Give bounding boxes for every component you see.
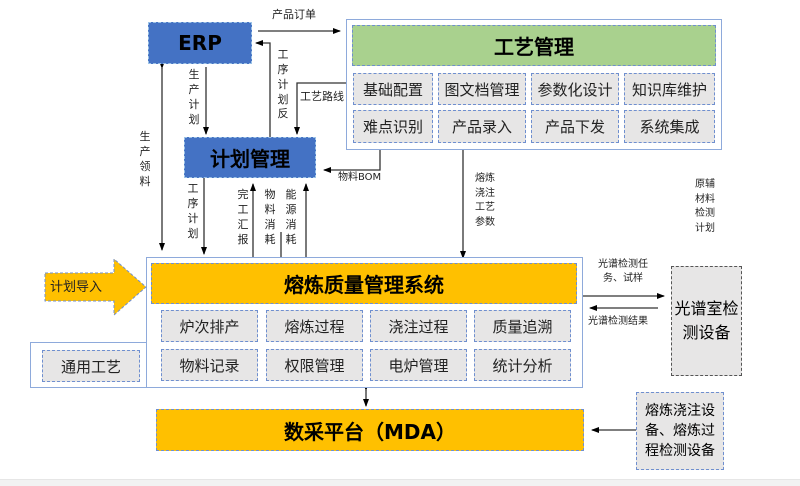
process-management-title: 工艺管理: [494, 35, 574, 59]
process-management-header[interactable]: 工艺管理: [352, 25, 716, 66]
general-process-cell[interactable]: 通用工艺: [42, 350, 140, 382]
module-doc-management[interactable]: 图文档管理: [438, 73, 526, 105]
label-production-plan: 生产计划: [188, 68, 200, 126]
mda-box[interactable]: 数采平台（MDA）: [156, 409, 584, 451]
module-material-record[interactable]: 物料记录: [161, 349, 258, 381]
label-spectro-task: 光谱检测任务、试样: [598, 259, 648, 284]
label-production-material: 生产领料: [139, 130, 151, 188]
plan-import-arrow[interactable]: [44, 258, 148, 316]
module-product-release[interactable]: 产品下发: [531, 110, 619, 143]
label-smelt-pour-params: 熔炼浇注工艺参数: [475, 173, 495, 228]
quality-system-header[interactable]: 熔炼质量管理系统: [151, 263, 577, 304]
label-product-order: 产品订单: [272, 8, 316, 21]
arrow-process-route: [294, 82, 350, 135]
module-knowledge-base[interactable]: 知识库维护: [624, 73, 715, 105]
label-process-plan: 工序计划: [187, 182, 199, 240]
quality-system-title: 熔炼质量管理系统: [284, 273, 444, 297]
erp-box[interactable]: ERP: [148, 22, 252, 64]
module-permission-management[interactable]: 权限管理: [266, 349, 363, 381]
label-process-route: 工艺路线: [300, 90, 344, 103]
label-energy-consumption: 能源消耗: [285, 188, 297, 246]
label-material-consumption: 物料消耗: [264, 188, 276, 246]
arrow-material-bom: [323, 148, 381, 173]
quality-system-frame: 熔炼质量管理系统 炉次排产 熔炼过程 浇注过程 质量追溯 物料记录 权限管理 电…: [146, 257, 583, 388]
arrow-plan-feedback: [255, 40, 271, 138]
label-spectro-result: 光谱检测结果: [588, 316, 648, 327]
bottom-divider: [0, 479, 800, 486]
module-smelting-process[interactable]: 熔炼过程: [266, 310, 363, 342]
plan-management-title: 计划管理: [210, 147, 290, 171]
module-pouring-process[interactable]: 浇注过程: [370, 310, 467, 342]
plan-import-label: 计划导入: [50, 280, 103, 295]
label-completion-report: 完工汇报: [237, 188, 249, 246]
module-difficulty-identification[interactable]: 难点识别: [353, 110, 433, 143]
module-product-entry[interactable]: 产品录入: [438, 110, 526, 143]
label-material-bom: 物料BOM: [338, 172, 382, 183]
label-process-plan-feedback: 工序计划反: [277, 48, 289, 121]
mda-title: 数采平台（MDA）: [284, 419, 456, 444]
general-process-frame: 通用工艺: [30, 342, 150, 388]
module-furnace-management[interactable]: 电炉管理: [370, 349, 467, 381]
erp-title: ERP: [178, 31, 222, 55]
label-raw-material-test-plan: 原辅材料检测计划: [695, 179, 715, 234]
smelting-devices[interactable]: 熔炼浇注设备、熔炼过程检测设备: [636, 392, 724, 470]
module-parametric-design[interactable]: 参数化设计: [531, 73, 619, 105]
spectro-lab-device[interactable]: 光谱室检测设备: [671, 266, 742, 376]
module-heat-scheduling[interactable]: 炉次排产: [161, 310, 258, 342]
module-statistics[interactable]: 统计分析: [474, 349, 571, 381]
module-quality-trace[interactable]: 质量追溯: [474, 310, 571, 342]
process-management-frame: 工艺管理 基础配置 图文档管理 参数化设计 知识库维护 难点识别 产品录入 产品…: [346, 19, 722, 150]
plan-management-box[interactable]: 计划管理: [184, 137, 316, 178]
module-system-integration[interactable]: 系统集成: [624, 110, 715, 143]
module-basic-config[interactable]: 基础配置: [353, 73, 433, 105]
